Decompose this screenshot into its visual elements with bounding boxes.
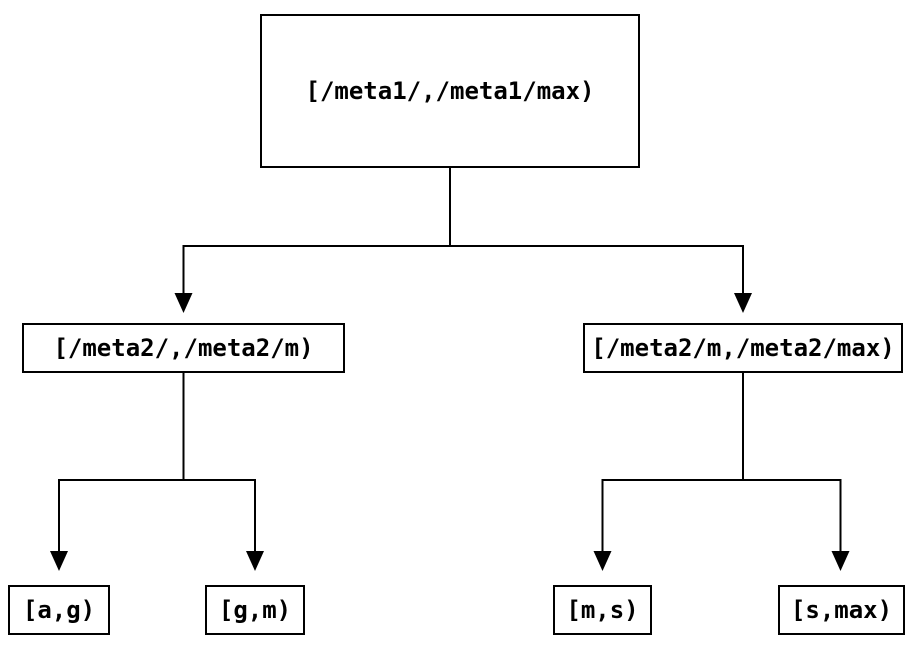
tree-node-meta2-low-label: [/meta2/,/meta2/m) <box>53 334 314 362</box>
edge-root-rail <box>182 245 744 293</box>
tree-node-leaf-ms: [m,s) <box>553 585 652 635</box>
tree-node-root-label: [/meta1/,/meta1/max) <box>305 77 595 105</box>
arrowhead-to-leaf-ag <box>50 551 68 571</box>
arrowhead-to-leaf-smax <box>831 551 850 571</box>
tree-node-leaf-gm-label: [g,m) <box>218 596 292 624</box>
arrowhead-to-meta2-low <box>174 293 193 313</box>
edge-meta2-high-rail <box>601 479 842 551</box>
tree-node-leaf-gm: [g,m) <box>205 585 305 635</box>
tree-node-root: [/meta1/,/meta1/max) <box>260 14 640 168</box>
tree-node-leaf-smax: [s,max) <box>778 585 905 635</box>
tree-node-meta2-high: [/meta2/m,/meta2/max) <box>583 323 903 373</box>
edge-meta2-low-rail <box>58 479 256 551</box>
tree-node-leaf-ms-label: [m,s) <box>566 596 639 624</box>
tree-node-meta2-high-label: [/meta2/m,/meta2/max) <box>591 334 895 362</box>
arrowhead-to-leaf-gm <box>246 551 264 571</box>
arrowhead-to-meta2-high <box>734 293 752 313</box>
tree-node-leaf-ag-label: [a,g) <box>22 596 96 624</box>
tree-node-leaf-ag: [a,g) <box>8 585 110 635</box>
tree-node-leaf-smax-label: [s,max) <box>790 596 893 624</box>
tree-node-meta2-low: [/meta2/,/meta2/m) <box>22 323 345 373</box>
arrowhead-to-leaf-ms <box>593 551 612 571</box>
